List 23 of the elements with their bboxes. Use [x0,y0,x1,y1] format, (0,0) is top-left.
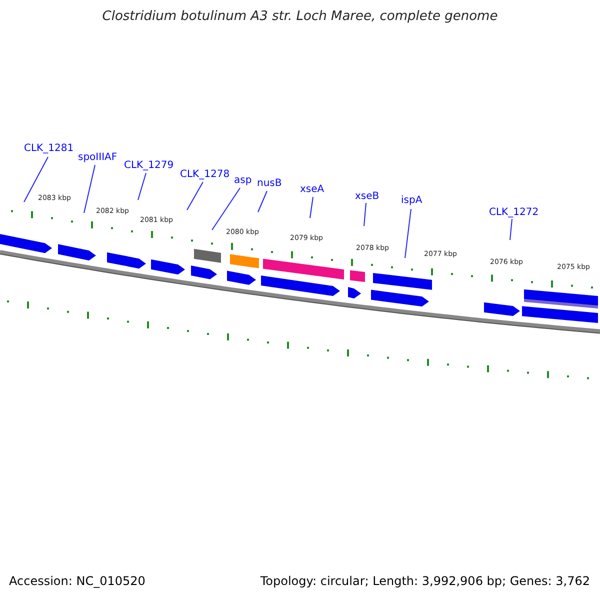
gene-label: xseA [300,184,324,195]
leader-line [510,218,512,240]
leader-line [404,208,412,258]
gene-label: CLK_1278 [180,169,230,180]
accession-text: Accession: NC_010520 [9,574,146,588]
gene-label: spoIIIAF [78,152,118,163]
leader-line [24,156,48,202]
gene-label: ispA [401,195,422,206]
gene-label: nusB [257,178,282,189]
leader-line [310,196,314,218]
gene-label: asp [234,175,252,186]
leader-line [138,172,146,200]
leader-line [258,190,268,212]
leader-line [364,202,366,226]
leader-line [84,164,96,214]
gene-label: CLK_1272 [489,207,539,218]
genome-info-text: Topology: circular; Length: 3,992,906 bp; Genes: 3,762 [260,574,590,588]
leader-line [186,182,204,210]
title: Clostridium botulinum A3 str. Loch Maree, complete genome [101,9,499,24]
leader-line [212,188,240,230]
gene-label: CLK_1279 [124,160,174,171]
gene-label: xseB [355,191,380,202]
gene-label: CLK_1281 [24,143,74,154]
